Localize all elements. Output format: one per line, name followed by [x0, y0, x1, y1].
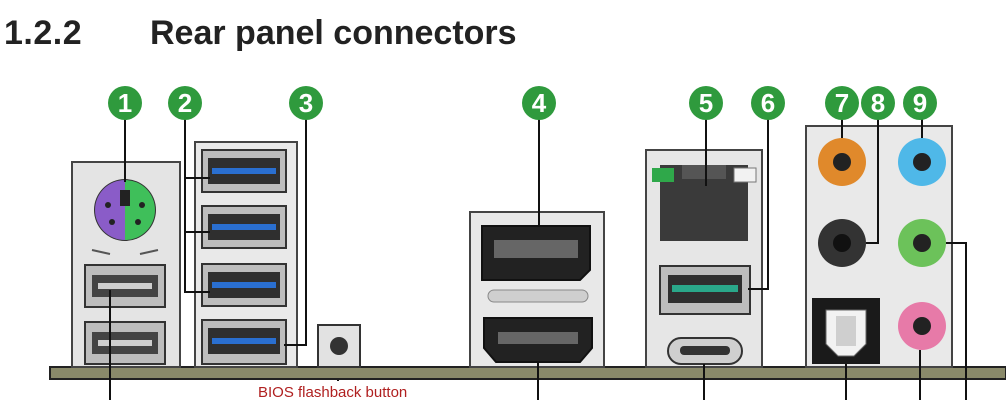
bios-flashback-button[interactable] — [317, 324, 361, 368]
lan-usb-panel — [645, 149, 763, 368]
callout-3: 3 — [289, 86, 323, 120]
video-panel — [469, 211, 605, 368]
lan-port[interactable] — [660, 165, 748, 241]
callout-9: 9 — [903, 86, 937, 120]
usb3-panel — [194, 141, 298, 368]
callout-2: 2 — [168, 86, 202, 120]
usb3-port-4[interactable] — [201, 319, 287, 365]
bios-flashback-label: BIOS flashback button — [258, 384, 407, 400]
section-title: Rear panel connectors — [150, 14, 517, 52]
section-heading: 1.2.2 Rear panel connectors — [0, 0, 1006, 70]
lan-activity-led — [733, 167, 757, 183]
motherboard-edge — [49, 366, 1006, 380]
ps2-mouse-half — [95, 180, 125, 240]
callout-8: 8 — [861, 86, 895, 120]
callout-5-label: 5 — [699, 88, 713, 118]
callout-7-label: 7 — [835, 88, 849, 118]
callout-4-label: 4 — [532, 88, 547, 118]
callout-5: 5 — [689, 86, 723, 120]
callout-8-label: 8 — [871, 88, 885, 118]
usb3-port-1[interactable] — [201, 149, 287, 193]
callout-6-label: 6 — [761, 88, 775, 118]
lan-link-led — [652, 168, 674, 182]
callout-1: 1 — [108, 86, 142, 120]
ps2-usb-panel — [71, 161, 181, 368]
callout-6: 6 — [751, 86, 785, 120]
callout-3-label: 3 — [299, 88, 313, 118]
callout-2-label: 2 — [178, 88, 192, 118]
audio-panel — [805, 125, 953, 368]
callout-9-label: 9 — [913, 88, 927, 118]
callout-1-label: 1 — [118, 88, 132, 118]
callout-4: 4 — [522, 86, 556, 120]
callout-7: 7 — [825, 86, 859, 120]
usb3-port-2[interactable] — [201, 205, 287, 249]
usb3-port-3[interactable] — [201, 263, 287, 307]
ps2-keyboard-half — [125, 180, 155, 240]
leader-lines — [109, 116, 967, 400]
section-number: 1.2.2 — [4, 14, 83, 52]
